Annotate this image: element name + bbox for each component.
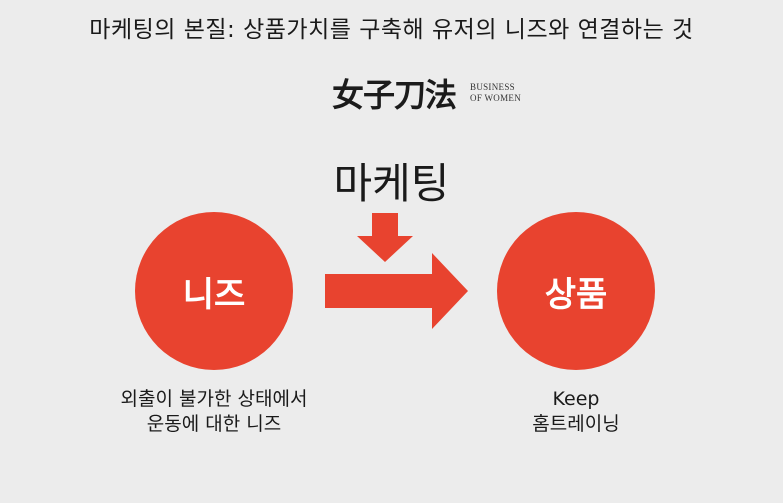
product-caption-line2: 홈트레이닝 — [532, 413, 620, 435]
right-arrow-icon — [325, 253, 468, 329]
brand-logo: 女子刀法 BUSINESS OF WOMEN — [332, 70, 521, 116]
down-arrow-icon — [357, 213, 413, 262]
logo-mark: 女子刀法 — [332, 76, 457, 114]
logo-subtitle-line1: BUSINESS — [470, 82, 515, 92]
product-caption-line1: Keep — [552, 388, 600, 410]
logo-subtitle-line2: OF WOMEN — [470, 93, 522, 103]
product-label: 상품 — [544, 274, 608, 315]
marketing-label: 마케팅 — [333, 159, 450, 208]
slide-title: 마케팅의 본질: 상품가치를 구축해 유저의 니즈와 연결하는 것 — [89, 17, 694, 43]
needs-caption: 외출이 불가한 상태에서 운동에 대한 니즈 — [74, 387, 354, 437]
needs-label: 니즈 — [182, 274, 246, 315]
product-circle: 상품 — [497, 212, 655, 370]
product-caption: Keep 홈트레이닝 — [476, 387, 676, 437]
needs-caption-line1: 외출이 불가한 상태에서 — [120, 388, 308, 410]
needs-caption-line2: 운동에 대한 니즈 — [146, 413, 282, 435]
needs-circle: 니즈 — [135, 212, 293, 370]
logo-subtitle: BUSINESS OF WOMEN — [470, 82, 521, 104]
